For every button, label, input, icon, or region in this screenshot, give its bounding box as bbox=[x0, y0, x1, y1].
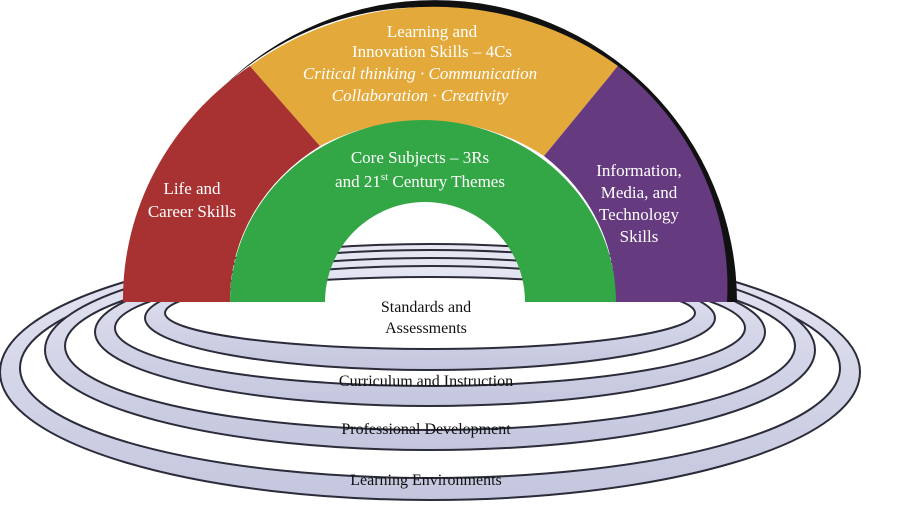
arch-labels: Learning and Innovation Skills – 4Cs Cri… bbox=[148, 22, 682, 246]
core-subjects-label-2: and 21st Century Themes bbox=[335, 171, 505, 191]
arch-core-subjects bbox=[230, 120, 616, 302]
professional-label: Professional Development bbox=[341, 421, 511, 438]
environments-label: Learning Environments bbox=[350, 472, 502, 489]
ring-labels: Standards and Assessments Curriculum and… bbox=[339, 299, 513, 489]
core-subjects-label-1: Core Subjects – 3Rs bbox=[351, 148, 489, 167]
arch-learning-innovation bbox=[250, 6, 618, 157]
information-media-label-3: Technology bbox=[599, 205, 680, 224]
core-subjects-prefix: and 21 bbox=[335, 172, 381, 191]
learning-innovation-skills-2: Collaboration · Creativity bbox=[332, 86, 509, 105]
information-media-label-1: Information, bbox=[596, 161, 681, 180]
information-media-label-2: Media, and bbox=[601, 183, 678, 202]
core-subjects-sup: st bbox=[381, 171, 388, 183]
learning-innovation-skills-1: Critical thinking · Communication bbox=[303, 64, 537, 83]
learning-innovation-title-2: Innovation Skills – 4Cs bbox=[352, 42, 512, 61]
core-subjects-suffix: Century Themes bbox=[388, 172, 505, 191]
life-career-label-1: Life and bbox=[163, 179, 221, 198]
standards-label-1: Standards and bbox=[381, 299, 471, 316]
learning-innovation-title-1: Learning and bbox=[387, 22, 478, 41]
arch-information-media bbox=[544, 66, 728, 302]
standards-label-2: Assessments bbox=[385, 320, 467, 337]
life-career-label-2: Career Skills bbox=[148, 202, 236, 221]
skills-arch bbox=[122, 0, 737, 303]
arch-life-career bbox=[122, 66, 320, 302]
curriculum-label: Curriculum and Instruction bbox=[339, 373, 513, 390]
information-media-label-4: Skills bbox=[620, 227, 659, 246]
